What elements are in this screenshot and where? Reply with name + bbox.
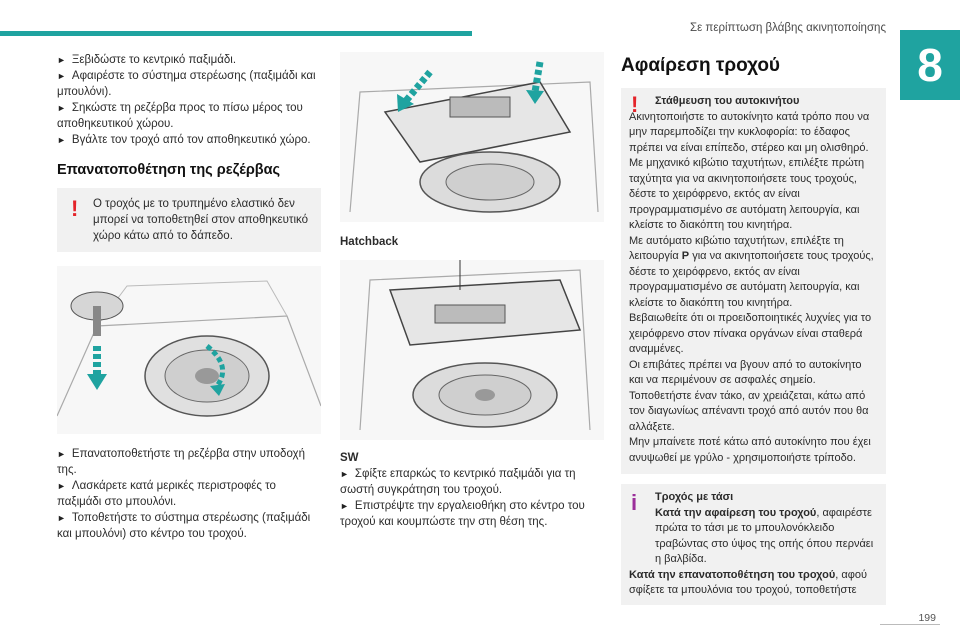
arrow-icon: ►	[57, 513, 66, 523]
column-1: ►Ξεβιδώστε το κεντρικό παξιμάδι. ►Αφαιρέ…	[57, 52, 321, 542]
section-heading-refit: Επανατοποθέτηση της ρεζέρβας	[57, 162, 281, 178]
arrow-icon: ►	[57, 71, 66, 81]
arrow-icon: ►	[57, 55, 66, 65]
illustration-spare-wheel-fitting	[57, 266, 321, 434]
list-item: ►Αφαιρέστε το σύστημα στερέωσης (παξιμάδ…	[57, 70, 316, 98]
illustration-hatchback-boot	[340, 52, 604, 222]
list-item: ►Λασκάρετε κατά μερικές περιστροφές το π…	[57, 480, 276, 508]
info-icon: i	[631, 490, 638, 515]
arrow-icon: ►	[340, 501, 349, 511]
footer-rule	[880, 624, 940, 625]
list-item: ►Επιστρέψτε την εργαλειοθήκη στο κέντρο …	[340, 500, 585, 528]
arrow-icon: ►	[57, 481, 66, 491]
list-item: ►Επανατοποθετήστε τη ρεζέρβα στην υποδοχ…	[57, 448, 305, 476]
list-item: ►Σφίξτε επαρκώς το κεντρικό παξιμάδι για…	[340, 468, 576, 496]
list-item: ►Σηκώστε τη ρεζέρβα προς το πίσω μέρος τ…	[57, 102, 303, 130]
arrow-icon: ►	[57, 135, 66, 145]
header-title: Σε περίπτωση βλάβης ακινητοποίησης	[689, 22, 886, 34]
list-item: ►Ξεβιδώστε το κεντρικό παξιμάδι.	[57, 54, 237, 66]
list-item: ►Τοποθετήστε το σύστημα στερέωσης (παξιμ…	[57, 512, 311, 540]
column-3: Αφαίρεση τροχού ! Στάθμευση του αυτοκινή…	[621, 55, 886, 605]
chapter-number: 8	[900, 30, 960, 100]
list-item: ►Βγάλτε τον τροχό από τον αποθηκευτικό χ…	[57, 134, 311, 146]
info-note-hubcap: i Τροχός με τάσι Κατά την αφαίρεση του τ…	[621, 484, 886, 605]
illustration-sw-boot	[340, 260, 604, 440]
section-heading-wheel-removal: Αφαίρεση τροχού	[621, 55, 780, 76]
warning-icon: !	[631, 92, 639, 117]
header-accent-bar	[0, 31, 472, 36]
caption-hatchback: Hatchback	[340, 236, 399, 248]
arrow-icon: ►	[340, 469, 349, 479]
warning-note-parking: ! Στάθμευση του αυτοκινήτου Ακινητοποιήσ…	[621, 88, 886, 474]
page-number: 199	[918, 612, 936, 624]
arrow-icon: ►	[57, 449, 66, 459]
column-2: Hatchback SW ►Σφίξτε επαρκώς το κεντρικό…	[340, 52, 604, 530]
arrow-icon: ►	[57, 103, 66, 113]
caption-sw: SW	[340, 452, 359, 464]
warning-note: ! Ο τροχός με το τρυπημένο ελαστικό δεν …	[57, 188, 321, 252]
warning-icon: !	[71, 196, 79, 221]
